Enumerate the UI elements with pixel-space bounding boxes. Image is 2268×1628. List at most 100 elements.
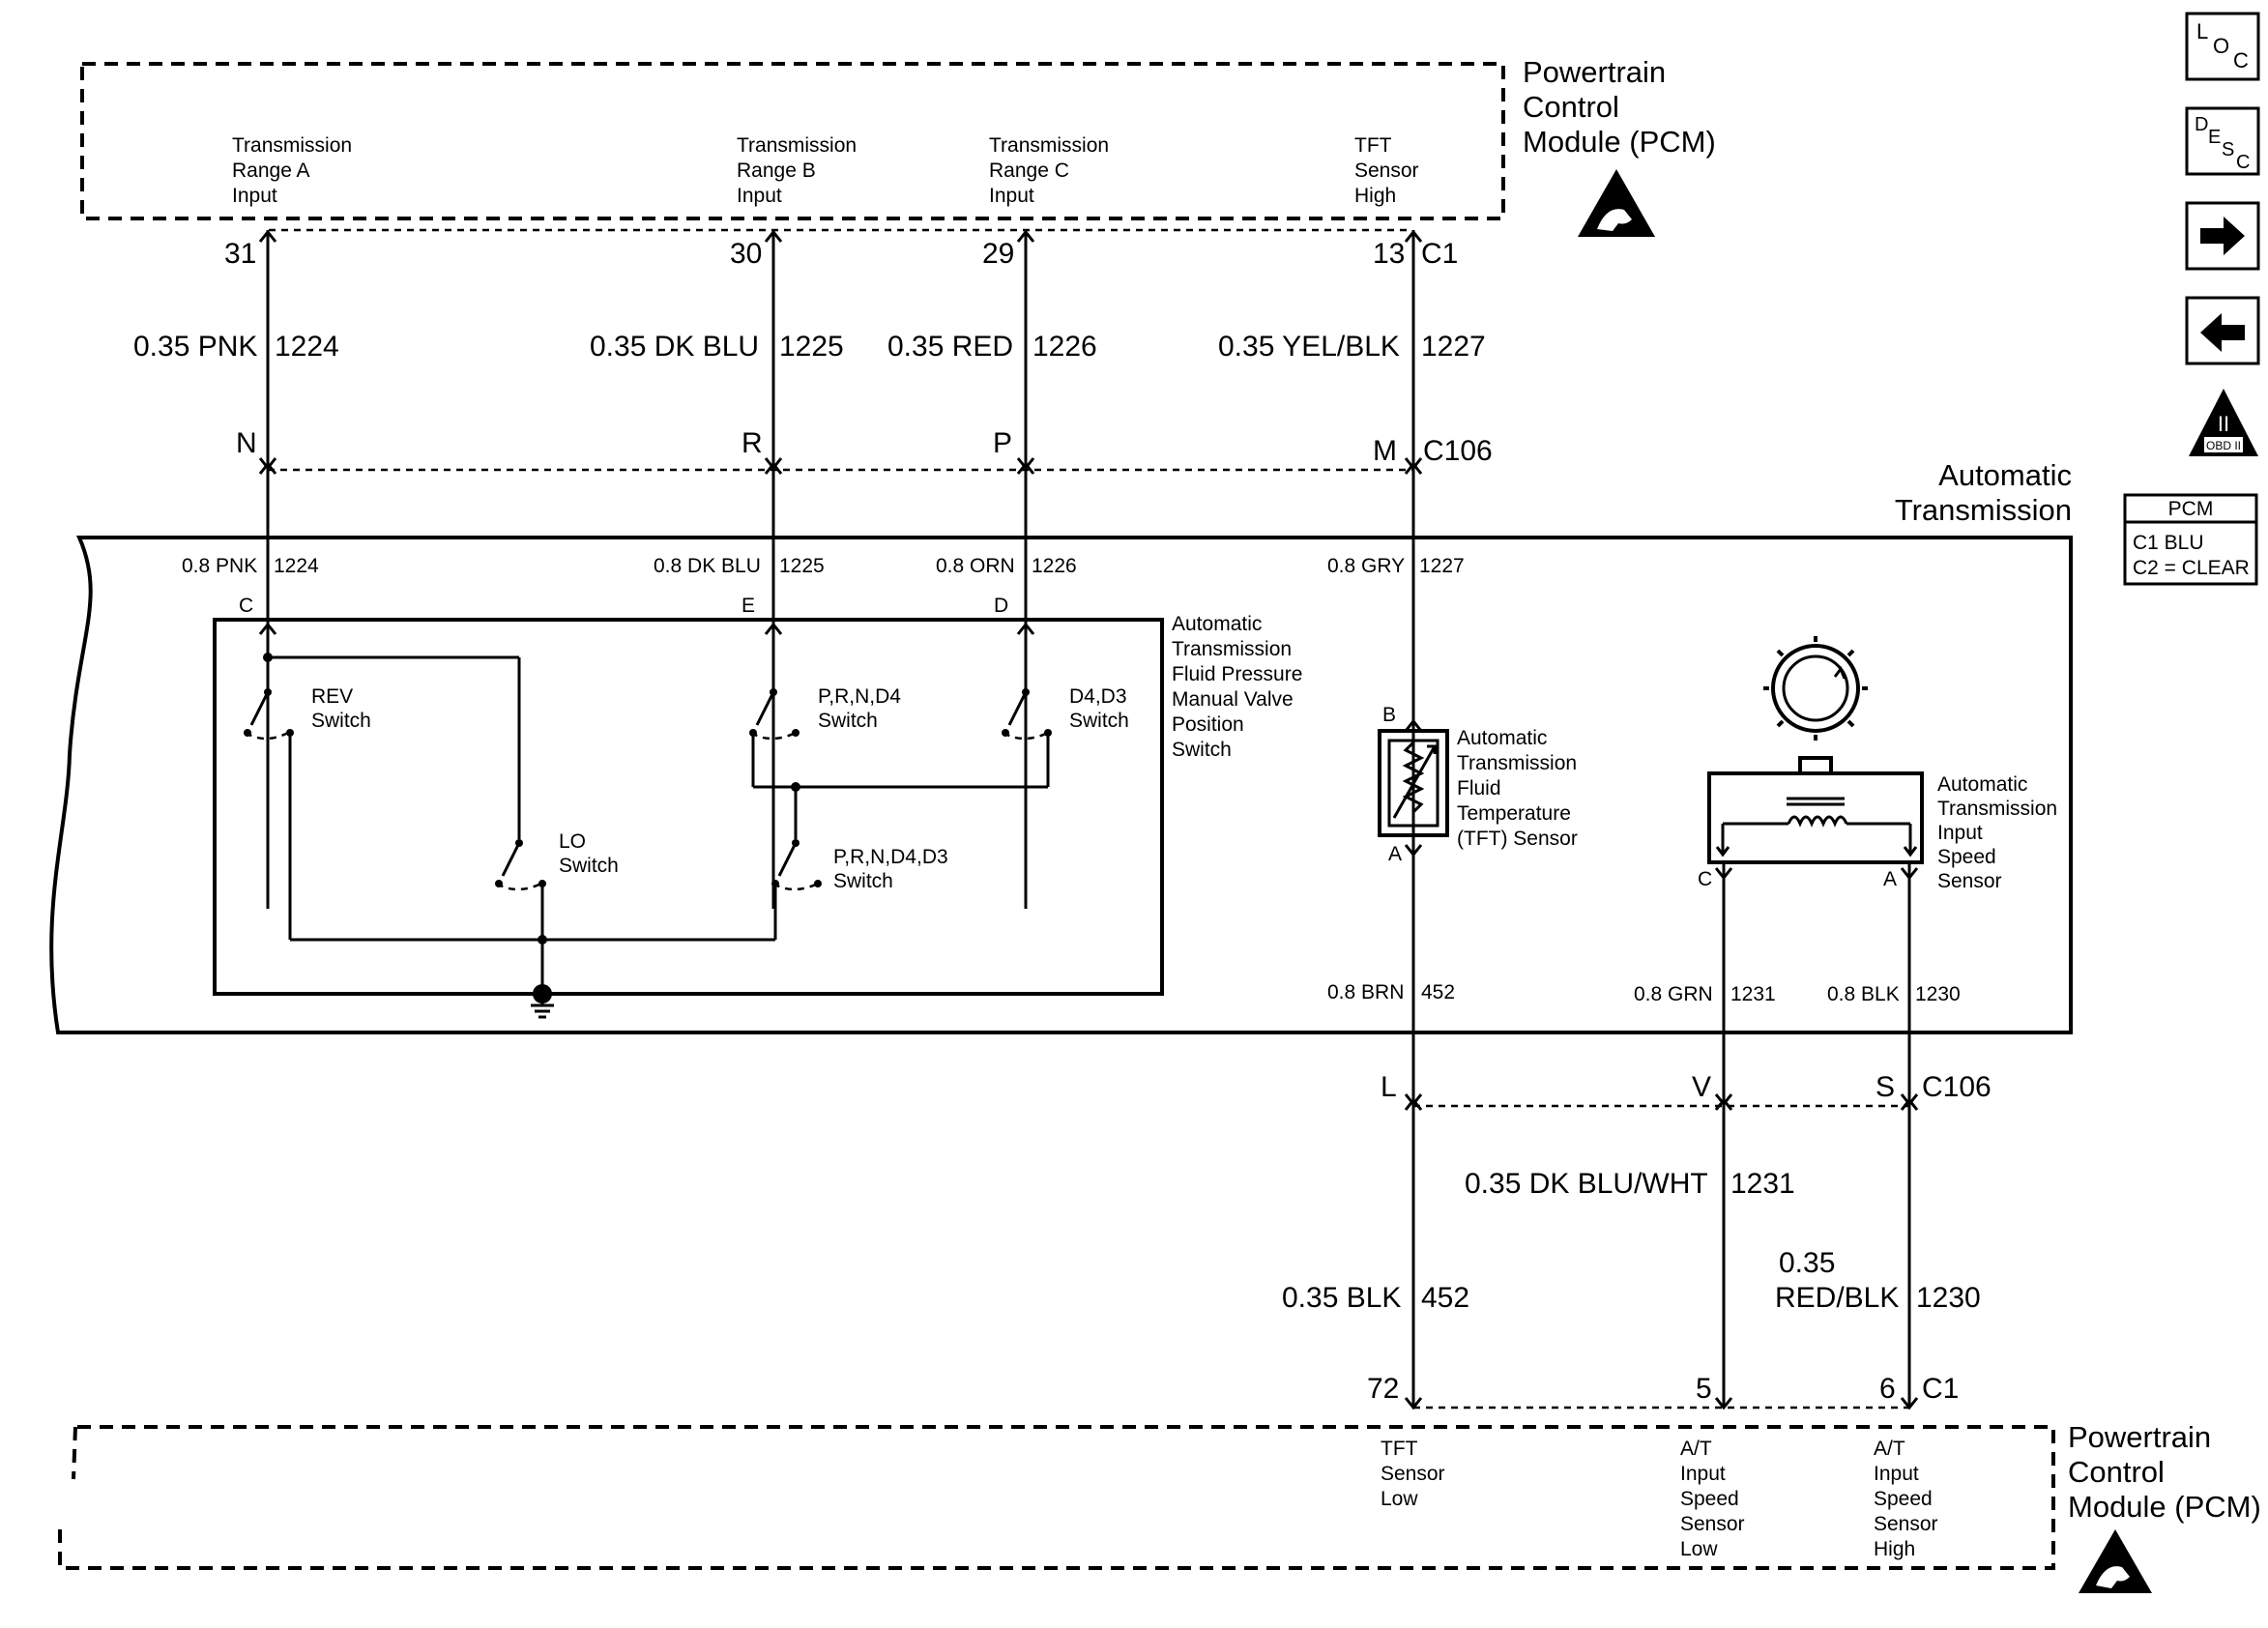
svg-text:Control: Control	[1523, 90, 1619, 124]
tft-circuit-452: 452	[1421, 981, 1455, 1003]
transmission-title-2: Transmission	[1895, 493, 2072, 527]
pin-13: 13	[1373, 238, 1405, 270]
trans-wire-pnk: 0.8 PNK	[182, 555, 257, 577]
desc-icon[interactable]: D E S C	[2185, 106, 2260, 176]
switch-pin-d: D	[994, 595, 1008, 617]
svg-text:L: L	[2196, 19, 2208, 44]
trans-wire-orn: 0.8 ORN	[936, 555, 1015, 577]
pin-30: 30	[730, 238, 762, 270]
gear-icon	[1763, 636, 1868, 741]
trans-circuit-1227: 1227	[1419, 555, 1465, 577]
tft-pin-a: A	[1388, 843, 1402, 865]
trans-circuit-1225: 1225	[779, 555, 825, 577]
arrow-right-icon[interactable]	[2185, 201, 2260, 271]
circuit-1227: 1227	[1421, 331, 1486, 363]
c106-lower-connector	[1404, 1093, 1919, 1111]
pin-72: 72	[1367, 1373, 1399, 1405]
pcm-table-row-c1: C1 BLU	[2133, 532, 2204, 554]
switch-pin-c: C	[239, 595, 253, 617]
speed-wire-grn: 0.8 GRN	[1634, 983, 1713, 1005]
pcm-connector-table: PCM C1 BLU C2 = CLEAR	[2123, 493, 2258, 586]
speed-wire-blk: 0.8 BLK	[1827, 983, 1900, 1005]
esd-warning-icon	[1578, 169, 1655, 237]
tft-pin-b: B	[1382, 704, 1396, 726]
svg-text:Module (PCM): Module (PCM)	[1523, 125, 1716, 159]
pcm-bottom-title-3: Module (PCM)	[2068, 1490, 2261, 1524]
c106-label-lower: C106	[1922, 1071, 1992, 1103]
connector-c1-top: C1	[1421, 238, 1458, 270]
wire-label-yelblk: 0.35 YEL/BLK	[1218, 331, 1400, 363]
c106-pin-p: P	[993, 427, 1012, 459]
transmission-housing	[49, 536, 2073, 1034]
c106-pin-s: S	[1875, 1071, 1895, 1103]
svg-text:II: II	[2218, 412, 2229, 436]
pcm-top-title-3: Module (PCM)	[1523, 125, 1716, 159]
speed-pin-a: A	[1883, 868, 1897, 890]
ground-icon	[531, 984, 554, 1019]
pcm-bottom-label-tft: TFT Sensor Low	[1381, 1438, 1450, 1510]
switch-assembly-title: Automatic Transmission Fluid Pressure Ma…	[1172, 613, 1308, 761]
d4d3-switch-label: D4,D3	[1069, 685, 1127, 708]
pcm-bottom-title-2: Control	[2068, 1455, 2165, 1489]
svg-text:OBD II: OBD II	[2206, 439, 2241, 452]
svg-text:O: O	[2213, 34, 2229, 58]
svg-text:0.35 PNK: 0.35 PNK	[133, 331, 257, 363]
pcm-bottom-label-speed-low: A/T Input Speed Sensor Low	[1680, 1438, 1750, 1560]
pcm-top-dashed-box	[80, 62, 1505, 220]
circuit-1224: 1224	[275, 331, 339, 363]
tft-sensor	[1378, 718, 1449, 858]
speed-sensor	[1707, 636, 1924, 1407]
wire-label-redblk-1: 0.35	[1779, 1247, 1835, 1279]
svg-text:S: S	[2222, 139, 2234, 160]
coil-icon	[1715, 797, 1918, 858]
trans-circuit-1224: 1224	[274, 555, 319, 577]
wire-label-dkblu: 0.35 DK BLU	[590, 331, 759, 363]
svg-text:C: C	[2236, 152, 2250, 173]
wire-label-red: 0.35 RED	[887, 331, 1013, 363]
circuit-1231: 1231	[1730, 1168, 1795, 1200]
pin-5: 5	[1696, 1373, 1712, 1405]
circuit-1225: 1225	[779, 331, 844, 363]
loc-icon[interactable]: L O C	[2185, 12, 2260, 81]
pcm-bottom-module	[58, 1425, 2055, 1570]
svg-text:D: D	[2195, 114, 2208, 135]
svg-text:C: C	[2233, 48, 2249, 73]
speed-sensor-title: Automatic Transmission Input Speed Senso…	[1937, 773, 2063, 892]
c106-pin-n: N	[236, 427, 257, 459]
speed-pin-c: C	[1698, 868, 1712, 890]
circuit-1230: 1230	[1916, 1282, 1981, 1314]
trans-circuit-1226: 1226	[1032, 555, 1077, 577]
c106-pin-m: M	[1373, 435, 1397, 467]
c106-upper-connector	[258, 457, 1423, 475]
wire-label-dkbluwht: 0.35 DK BLU/WHT	[1465, 1168, 1708, 1200]
c106-pin-r: R	[741, 427, 763, 459]
switch-assembly	[213, 618, 1164, 996]
pin-31: 31	[224, 238, 256, 270]
obd-ii-icon[interactable]: II OBD II	[2189, 389, 2258, 456]
prnd4d3-switch-label: P,R,N,D4,D3	[833, 846, 948, 868]
pcm-top-title-1: Powertrain	[1523, 55, 1666, 89]
c106-pin-l: L	[1381, 1071, 1397, 1103]
pcm-table-row-c2: C2 = CLEAR	[2133, 557, 2250, 579]
pcm-top-module: Powertrain Control Module (PCM) Transmis…	[80, 55, 1716, 237]
pcm-bottom-title-1: Powertrain	[2068, 1420, 2211, 1454]
speed-circuit-1230: 1230	[1915, 983, 1961, 1005]
esd-warning-icon	[2079, 1529, 2152, 1593]
pcm-bottom-pin-chevrons	[1404, 1397, 1919, 1410]
connector-c1-bottom: C1	[1922, 1373, 1959, 1405]
circuit-1226: 1226	[1032, 331, 1097, 363]
wire-label-blk: 0.35 BLK	[1282, 1282, 1401, 1314]
thermistor-icon	[1387, 739, 1439, 828]
switch-pin-e: E	[741, 595, 755, 617]
wire-label-pnk: 0.35 PNK	[133, 331, 257, 363]
circuit-452: 452	[1421, 1282, 1469, 1314]
arrow-left-icon[interactable]	[2185, 296, 2260, 365]
